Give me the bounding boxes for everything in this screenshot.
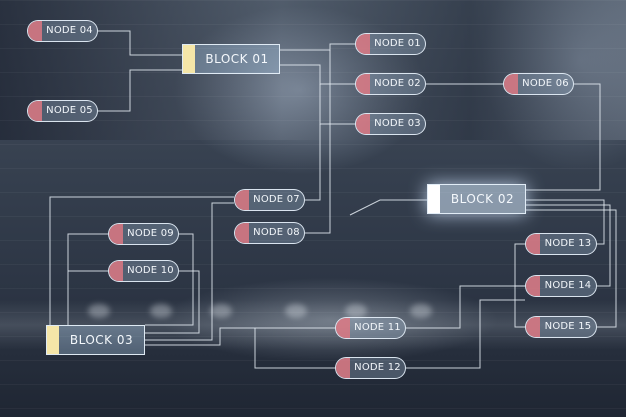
node-01: NODE 01 xyxy=(355,33,426,55)
connector-block01-node02 xyxy=(280,64,355,85)
node-tab xyxy=(526,234,540,254)
node-tab xyxy=(356,34,370,54)
connector-node10-right xyxy=(145,270,200,334)
block-tab xyxy=(47,326,59,354)
bokeh-light xyxy=(285,304,307,318)
connector-block01-node07 xyxy=(305,124,321,201)
node-label: NODE 04 xyxy=(46,25,93,36)
connector-block02-left xyxy=(349,199,427,216)
block-tab xyxy=(183,45,195,73)
bokeh-light xyxy=(345,304,367,318)
node-02: NODE 02 xyxy=(355,73,426,95)
node-06: NODE 06 xyxy=(503,73,574,95)
node-03: NODE 03 xyxy=(355,113,426,135)
node-label: NODE 05 xyxy=(46,105,93,116)
connector-block01-node03 xyxy=(319,84,355,125)
node-05: NODE 05 xyxy=(27,100,98,122)
node-label: NODE 07 xyxy=(253,194,300,205)
node-label: NODE 11 xyxy=(354,322,401,333)
block-label: BLOCK 03 xyxy=(69,333,134,347)
node-10: NODE 10 xyxy=(108,260,179,282)
node-12: NODE 12 xyxy=(335,357,406,379)
connector-block02-node14 xyxy=(526,204,611,287)
node-tab xyxy=(109,224,123,244)
connector-node04-block01 xyxy=(98,30,182,56)
block-label: BLOCK 01 xyxy=(205,52,269,66)
connector-block03-node09 xyxy=(67,233,108,325)
connector-node12-node14 xyxy=(406,299,525,369)
node-label: NODE 09 xyxy=(127,228,174,239)
node-13: NODE 13 xyxy=(525,233,597,255)
bokeh-light xyxy=(150,304,172,318)
node-tab xyxy=(28,101,42,121)
block-02: BLOCK 02 xyxy=(427,184,526,214)
node-label: NODE 03 xyxy=(374,118,421,129)
block-03: BLOCK 03 xyxy=(46,325,145,355)
node-15: NODE 15 xyxy=(525,316,597,338)
connector-node14-node15 xyxy=(514,286,525,328)
connector-node11-node12 xyxy=(254,328,335,369)
node-label: NODE 01 xyxy=(374,38,421,49)
node-label: NODE 15 xyxy=(544,321,592,332)
connector-node09-right xyxy=(145,233,194,326)
node-07: NODE 07 xyxy=(234,189,305,211)
node-tab xyxy=(336,358,350,378)
node-tab xyxy=(526,317,540,337)
node-04: NODE 04 xyxy=(27,20,98,42)
block-label: BLOCK 02 xyxy=(450,192,515,206)
node-tab xyxy=(109,261,123,281)
node-09: NODE 09 xyxy=(108,223,179,245)
background-haze xyxy=(0,0,626,140)
node-label: NODE 10 xyxy=(127,265,174,276)
connector-node13-node14 xyxy=(514,243,525,287)
node-label: NODE 13 xyxy=(544,238,592,249)
node-tab xyxy=(356,114,370,134)
node-11: NODE 11 xyxy=(335,317,406,339)
node-tab xyxy=(235,190,249,210)
connector-block02-node15 xyxy=(526,209,617,328)
node-14: NODE 14 xyxy=(525,275,597,297)
connector-node07-down xyxy=(145,202,234,341)
bokeh-light xyxy=(88,304,110,318)
node-label: NODE 06 xyxy=(522,78,569,89)
node-tab xyxy=(356,74,370,94)
connector-node05-block01 xyxy=(98,69,182,112)
connector-block03-node11 xyxy=(145,327,335,346)
node-08: NODE 08 xyxy=(234,222,305,244)
node-tab xyxy=(28,21,42,41)
node-tab xyxy=(504,74,518,94)
node-label: NODE 14 xyxy=(544,280,592,291)
block-01: BLOCK 01 xyxy=(182,44,280,74)
bokeh-light xyxy=(210,304,232,318)
block-tab xyxy=(428,185,440,213)
node-label: NODE 08 xyxy=(253,227,300,238)
node-tab xyxy=(336,318,350,338)
node-tab xyxy=(235,223,249,243)
connector-block02-node13 xyxy=(526,199,605,245)
bokeh-light xyxy=(410,304,432,318)
connector-node11-node14 xyxy=(406,285,525,329)
node-label: NODE 02 xyxy=(374,78,421,89)
connector-block01-node08 xyxy=(305,50,331,234)
connector-block03-node07 xyxy=(49,196,234,325)
connector-block01-node01 xyxy=(280,43,355,51)
node-tab xyxy=(526,276,540,296)
connector-node06-block02 xyxy=(526,83,601,191)
node-label: NODE 12 xyxy=(354,362,401,373)
